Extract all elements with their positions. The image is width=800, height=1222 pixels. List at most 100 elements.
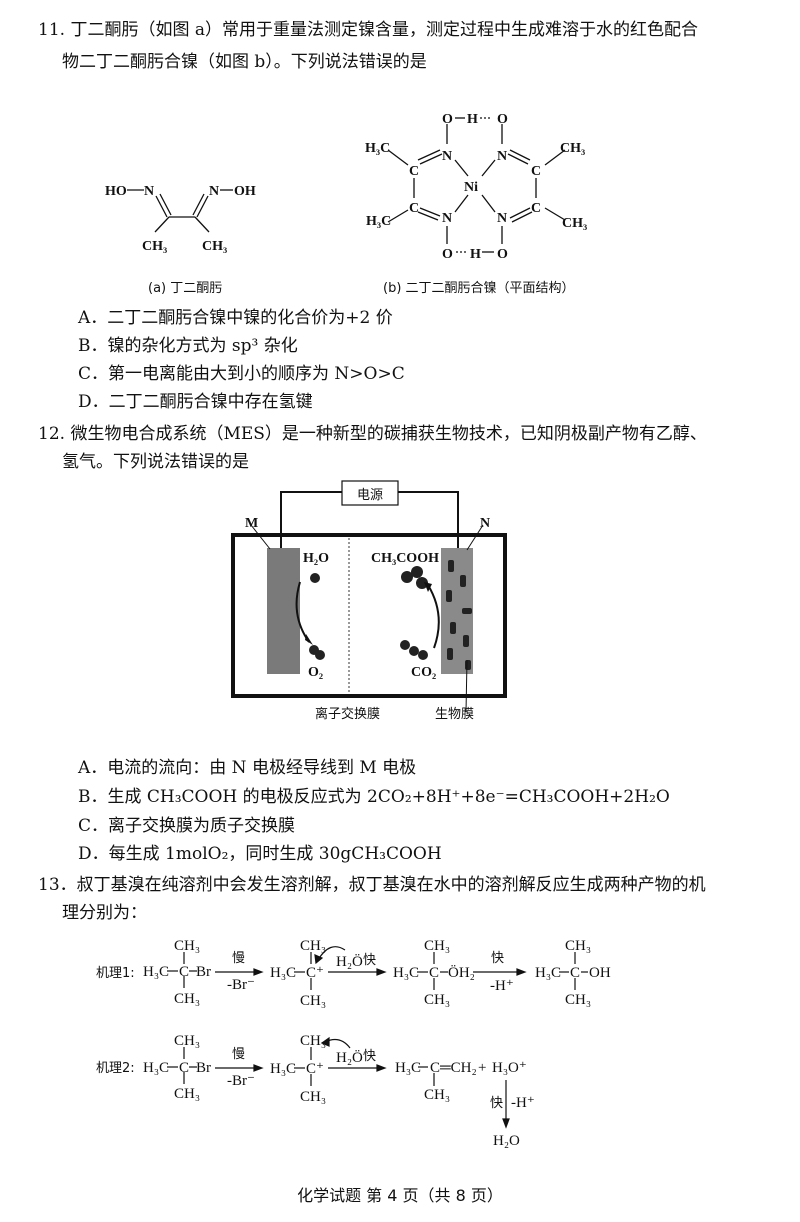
minus-h-label: -H⁺ [511, 1095, 535, 1111]
q13-stem-2: 理分别为： [62, 903, 147, 923]
figure-a-dimethylglyoxime [127, 189, 233, 233]
ch3-label: CH₃ [300, 1089, 326, 1105]
ch3-label: CH₃ [424, 1087, 450, 1103]
o2-label: O₂ [308, 665, 323, 680]
page-footer: 化学试题 第 4 页（共 8 页） [297, 1186, 503, 1205]
c-label: C [570, 965, 580, 981]
o-label: O [497, 112, 508, 127]
figure-b-caption: (b) 二丁二酮肟合镍（平面结构） [383, 281, 575, 296]
q11-option-c[interactable]: C．第一电离能由大到小的顺序为 N>O>C [78, 364, 405, 384]
fast-label: 快 [491, 951, 504, 966]
minus-br-label: -Br⁻ [227, 977, 255, 993]
n-label: N [144, 184, 154, 199]
c-label: C [429, 965, 439, 981]
ch3-label: CH₃ [174, 991, 200, 1007]
ch3-label: CH₃ [142, 239, 167, 254]
h3c-label: H₃C [365, 141, 390, 156]
ch3-label: CH₃ [300, 938, 326, 954]
oh-label: OH [589, 965, 611, 981]
mechanism-2-lines [167, 1036, 510, 1129]
mes-diagram [231, 480, 507, 713]
minus-h-label: -H⁺ [490, 978, 514, 994]
oh-label: OH [234, 184, 256, 199]
electrode-n-label: N [480, 516, 490, 531]
ch3-label: CH₃ [565, 938, 591, 954]
h3c-label: H₃C [535, 965, 561, 981]
q12-option-d[interactable]: D．每生成 1molO₂，同时生成 30gCH₃COOH [78, 844, 442, 864]
co2-label: CO₂ [411, 665, 436, 680]
q11-stem-1: 11. 丁二酮肟（如图 a）常用于重量法测定镍含量，测定过程中生成难溶于水的红色… [38, 20, 698, 40]
q11-option-b[interactable]: B．镍的杂化方式为 sp³ 杂化 [78, 336, 298, 356]
q11-stem-2: 物二丁二酮肟合镍（如图 b）。下列说法错误的是 [62, 52, 427, 72]
q11-option-d[interactable]: D．二丁二酮肟合镍中存在氢键 [78, 392, 313, 412]
water-label: H₂Ö [336, 953, 363, 970]
ch3-label: CH₃ [565, 992, 591, 1008]
slow-label: 慢 [232, 1046, 245, 1062]
water-label: H₂Ö [336, 1049, 363, 1066]
o-label: O [442, 247, 453, 262]
h3c-label: H₃C [270, 965, 296, 981]
o-label: O [442, 112, 453, 127]
ch3-label: CH₃ [424, 938, 450, 954]
q11-option-a[interactable]: A．二丁二酮肟合镍中镍的化合价为+2 价 [78, 308, 393, 328]
mechanism-1-lines [167, 946, 588, 990]
fast-label: 快 [363, 1049, 376, 1064]
electrode-m-label: M [245, 516, 258, 531]
water-product-label: H₂O [493, 1133, 520, 1149]
h3c-label: H₃C [143, 1060, 169, 1076]
n-label: N [497, 211, 507, 226]
plus-sign: + [478, 1060, 486, 1076]
membrane-label: 离子交换膜 [315, 706, 380, 722]
ch3-label: CH₃ [300, 1033, 326, 1049]
ch3-label: CH₃ [174, 938, 200, 954]
slow-label: 慢 [232, 950, 245, 966]
ho-label: HO [105, 184, 127, 199]
h3c-label: H₃C [395, 1060, 421, 1076]
c-label: C [179, 964, 189, 980]
electrolytic-cell [231, 533, 507, 698]
q12-stem-2: 氢气。下列说法错误的是 [62, 452, 249, 472]
figure-b-nickel-complex [387, 117, 566, 253]
h3c-label: H₃C [143, 964, 169, 980]
carbocation-label: C⁺ [306, 1061, 324, 1077]
figure-a-caption: (a) 丁二酮肟 [148, 281, 222, 296]
h2o-label: H₂O [303, 551, 329, 566]
oxonium-label: ÖH₂ [448, 964, 475, 981]
ch3-label: CH₃ [174, 1086, 200, 1102]
fast-label: 快 [363, 953, 376, 968]
alkene-label: C═CH₂ [430, 1060, 477, 1076]
h-label: H [470, 247, 481, 262]
h3c-label: H₃C [270, 1061, 296, 1077]
ch3-label: CH₃ [202, 239, 227, 254]
ni-label: Ni [464, 180, 478, 195]
q12-option-a[interactable]: A．电流的流向：由 N 电极经导线到 M 电极 [78, 758, 417, 778]
q12-option-c[interactable]: C．离子交换膜为质子交换膜 [78, 816, 296, 836]
ch3-label: CH₃ [424, 992, 450, 1008]
ch3-label: CH₃ [174, 1033, 200, 1049]
power-source-box [341, 480, 399, 506]
hydronium-label: H₃O⁺ [492, 1060, 527, 1076]
h3c-label: H₃C [366, 214, 391, 229]
ch3cooh-label: CH₃COOH [371, 551, 439, 566]
mechanism-2-label: 机理2: [96, 1061, 135, 1076]
c-label: C [531, 164, 541, 179]
carbocation-label: C⁺ [306, 965, 324, 981]
fast-label: 快 [490, 1096, 503, 1111]
q12-stem-1: 12. 微生物电合成系统（MES）是一种新型的碳捕获生物技术，已知阴极副产物有乙… [38, 424, 707, 444]
power-source-label: 电源 [357, 488, 383, 503]
biofilm-label: 生物膜 [435, 707, 474, 722]
n-label: N [497, 149, 507, 164]
n-label: N [442, 211, 452, 226]
c-label: C [179, 1060, 189, 1076]
mechanism-1-label: 机理1: [96, 966, 135, 981]
ch3-label: CH₃ [560, 141, 585, 156]
h3c-label: H₃C [393, 965, 419, 981]
c-label: C [531, 201, 541, 216]
h-label: H [467, 112, 478, 127]
electrode-m [267, 548, 300, 674]
minus-br-label: -Br⁻ [227, 1073, 255, 1089]
c-label: C [409, 201, 419, 216]
q12-option-b[interactable]: B．生成 CH₃COOH 的电极反应式为 2CO₂+8H⁺+8e⁻=CH₃COO… [78, 787, 670, 807]
q13-stem-1: 13．叔丁基溴在纯溶剂中会发生溶剂解，叔丁基溴在水中的溶剂解反应生成两种产物的机 [38, 875, 706, 895]
